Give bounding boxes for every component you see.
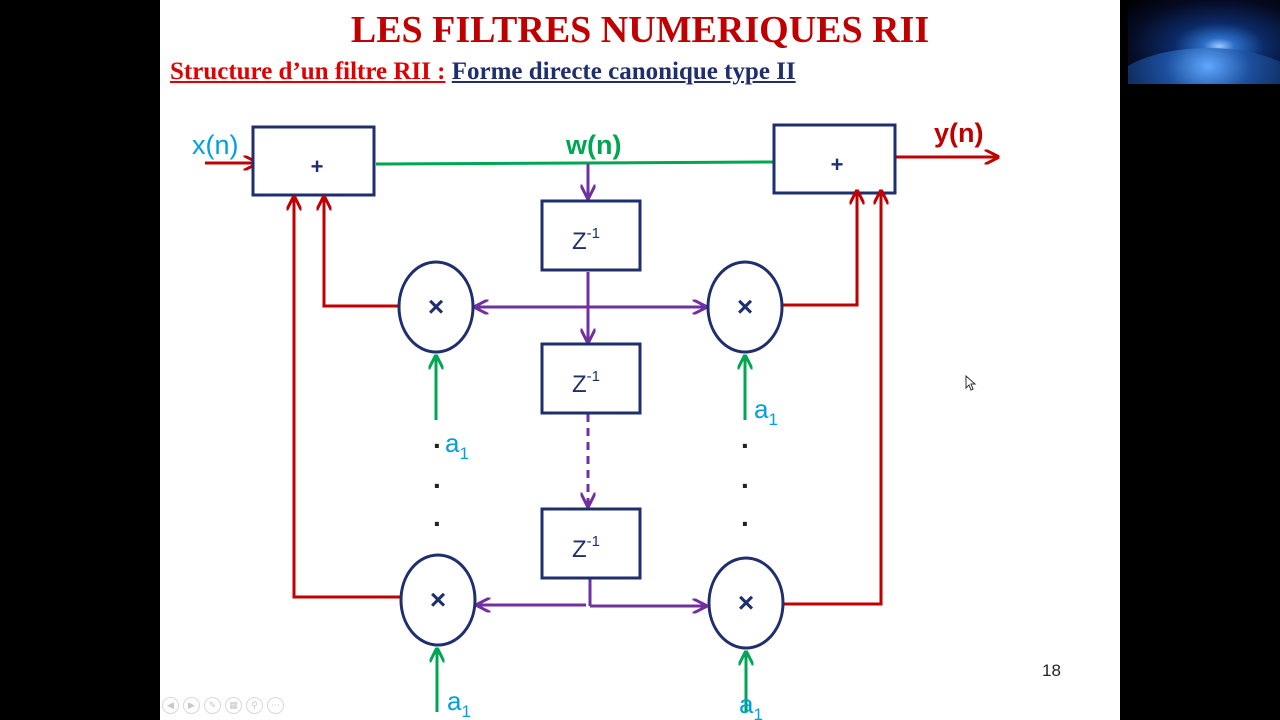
- delay-block-2: Z-1: [540, 342, 642, 415]
- feedforward-wire-n: [784, 191, 881, 606]
- presenter-thumbnail: [1128, 0, 1280, 84]
- multiplier-right-n: ×: [707, 556, 785, 650]
- ellipsis-dot: .: [433, 501, 441, 532]
- coef-label-right-1: a1: [754, 394, 778, 429]
- ellipsis-dot: .: [741, 463, 749, 494]
- earth-image: [1128, 48, 1280, 84]
- coef-label-left-1: a1: [445, 428, 469, 463]
- slides-icon[interactable]: ▦: [225, 697, 242, 714]
- delay-block-1: Z-1: [540, 199, 642, 272]
- feedforward-wire-1: [782, 191, 857, 307]
- multiplier-symbol: ×: [428, 291, 444, 322]
- feedback-wire-1: [324, 197, 398, 308]
- state-wire: [375, 160, 775, 166]
- presenter-toolbar: ◀ ▶ ✎ ▦ ⚲ ⋯: [162, 697, 284, 714]
- input-label: x(n): [192, 130, 239, 160]
- more-icon[interactable]: ⋯: [267, 697, 284, 714]
- input-adder: [251, 125, 376, 197]
- slide-title: LES FILTRES NUMERIQUES RII: [350, 9, 930, 51]
- ellipsis-dot: .: [741, 501, 749, 532]
- subtitle-form: Forme directe canonique type II: [451, 58, 796, 85]
- output-adder-symbol: +: [831, 152, 844, 177]
- delay-z: Z: [572, 536, 587, 563]
- pen-icon[interactable]: ✎: [204, 697, 221, 714]
- multiplier-symbol: ×: [430, 584, 446, 615]
- coef-label-left-n: a1: [447, 686, 471, 720]
- delay-z: Z: [572, 228, 587, 255]
- svg-text:Z-1: Z-1: [572, 533, 600, 563]
- multiplier-symbol: ×: [738, 587, 754, 618]
- delay-exp: -1: [587, 225, 600, 242]
- svg-text:Z-1: Z-1: [572, 225, 600, 255]
- ellipsis-dot: .: [741, 423, 749, 454]
- state-label: w(n): [565, 130, 621, 160]
- svg-text:Z-1: Z-1: [572, 368, 600, 398]
- slide-subtitle: Structure d’un filtre RII : Forme direct…: [170, 58, 796, 86]
- multiplier-left-n: ×: [399, 553, 477, 647]
- feedback-wire-n: [294, 197, 400, 599]
- next-icon[interactable]: ▶: [183, 697, 200, 714]
- ellipsis-dot: .: [433, 463, 441, 494]
- page-number: 18: [1042, 661, 1061, 680]
- input-adder-symbol: +: [311, 154, 324, 179]
- mouse-cursor-icon: [965, 375, 977, 391]
- multiplier-left-1: ×: [397, 260, 475, 354]
- delay-block-n: Z-1: [540, 507, 642, 580]
- delay-exp: -1: [587, 533, 600, 550]
- delay-z: Z: [572, 371, 587, 398]
- coef-label-right-n: a1: [739, 689, 763, 720]
- multiplier-right-1: ×: [706, 260, 784, 354]
- multiplier-symbol: ×: [737, 291, 753, 322]
- slide: LES FILTRES NUMERIQUES RII Structure d’u…: [160, 0, 1120, 720]
- iir-filter-diagram: x(n) y(n) w(n) + + Z-1 Z-1 Z-1: [192, 118, 1120, 720]
- prev-icon[interactable]: ◀: [162, 697, 179, 714]
- subtitle-structure: Structure d’un filtre RII :: [170, 58, 446, 85]
- delay-exp: -1: [587, 368, 600, 385]
- output-label: y(n): [934, 118, 984, 148]
- ellipsis-dot: .: [433, 423, 441, 454]
- output-adder: [772, 123, 897, 195]
- zoom-icon[interactable]: ⚲: [246, 697, 263, 714]
